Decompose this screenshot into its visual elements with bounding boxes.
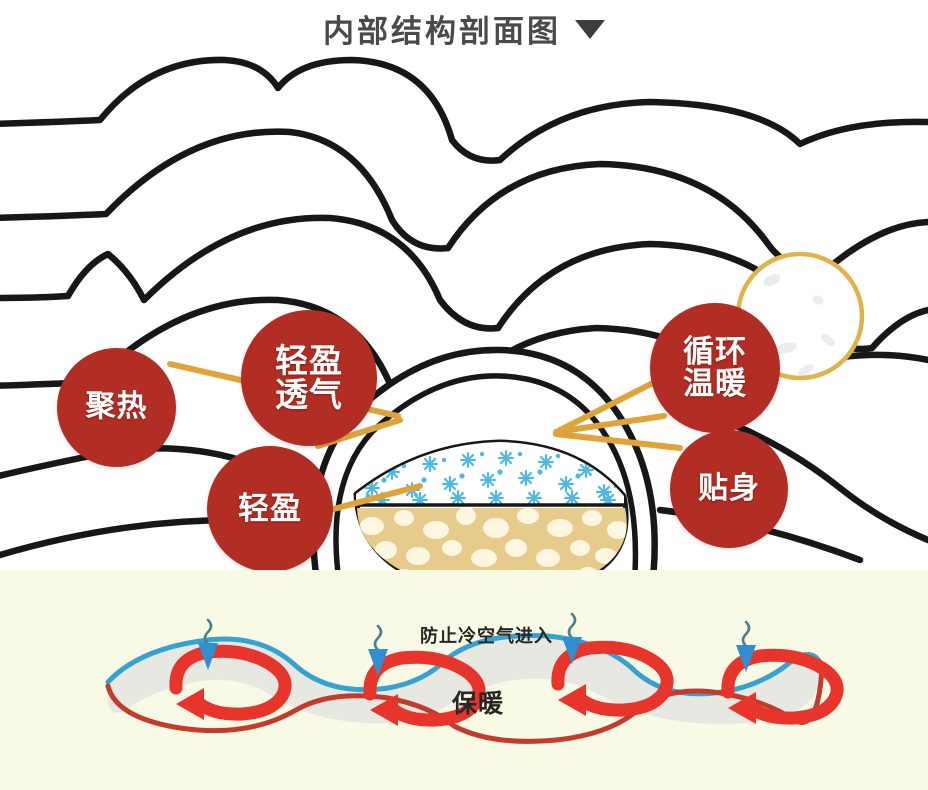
foam-fill-layer [357, 508, 627, 570]
bubble-line: 轻盈 [238, 491, 302, 527]
thermal-airflow-diagram: 防止冷空气进入 保暖 [0, 570, 928, 790]
cold-air-label: 防止冷空气进入 [420, 626, 553, 646]
feature-bubble-juredu[interactable]: 聚热 [57, 348, 176, 467]
page-title: 内部结构剖面图 [323, 13, 561, 49]
page-title-bar: 内部结构剖面图 [0, 0, 928, 56]
warmth-label: 保暖 [452, 690, 505, 718]
bubble-line: 贴身 [698, 471, 760, 505]
feature-bubble-qingying-touqi[interactable]: 轻盈 透气 [241, 310, 377, 446]
bubble-line: 聚热 [85, 390, 148, 424]
quilt-illustration-svg [0, 56, 928, 570]
airflow-diagram-svg [105, 612, 928, 744]
bubble-line: 轻盈 [275, 342, 343, 380]
bubble-line: 循环 [683, 334, 747, 370]
feature-bubble-xunhuan-wennuan[interactable]: 循环 温暖 [650, 303, 780, 433]
feature-bubble-qingying[interactable]: 轻盈 [207, 446, 333, 570]
chevron-down-icon [575, 20, 605, 39]
bubble-line: 透气 [275, 376, 343, 413]
feature-bubble-tieshen[interactable]: 贴身 [670, 430, 788, 548]
internal-structure-illustration: 聚热 轻盈 透气 轻盈 循环 温暖 贴身 [0, 48, 928, 570]
bubble-line: 温暖 [683, 366, 747, 401]
